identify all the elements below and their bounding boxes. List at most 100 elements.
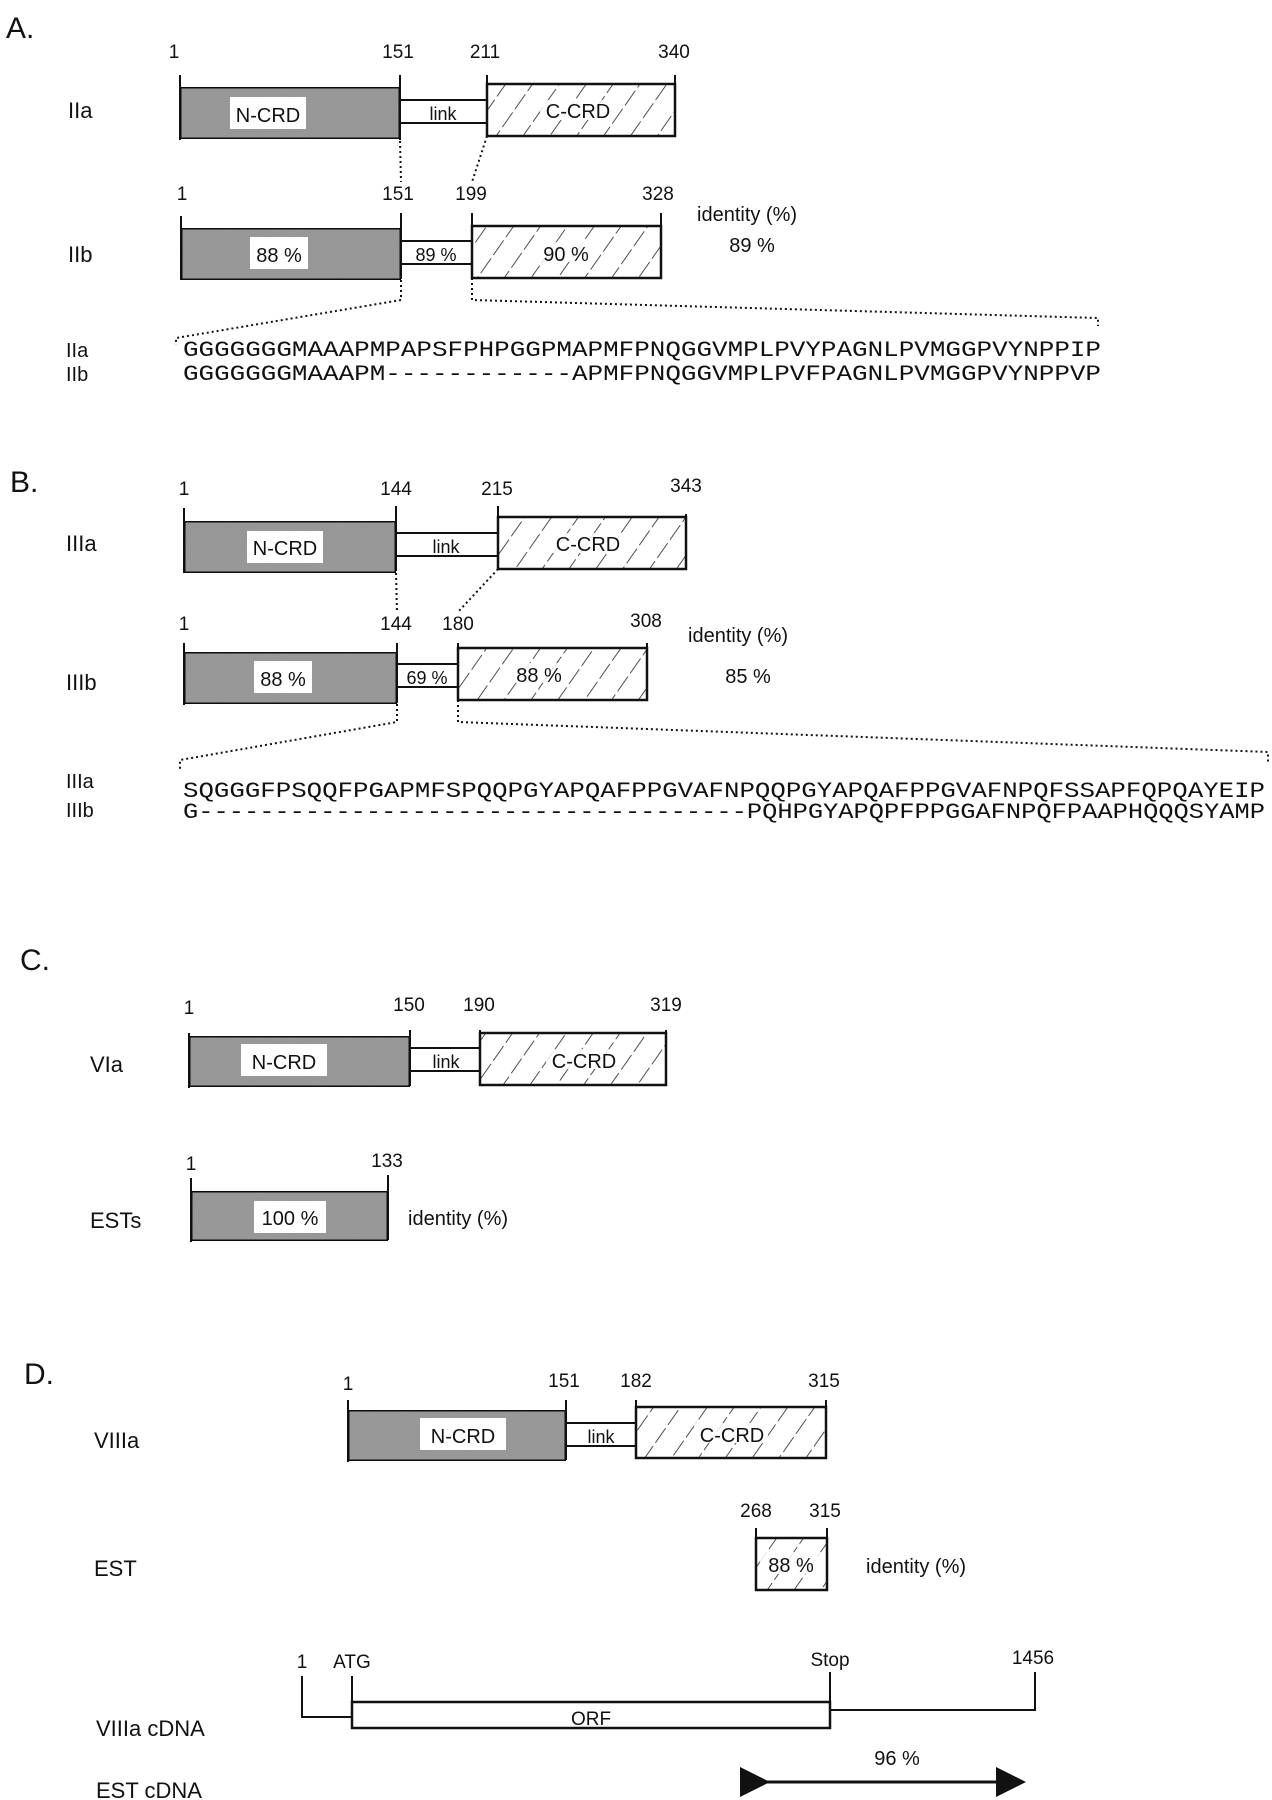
n-crd-identity: 88 % [256,245,302,267]
linker-identity: 69 % [406,668,447,688]
row-label: ESTs [90,1208,141,1233]
panel-c: C. VIa 1 150 190 319 N-CRD link C-CRD ES… [20,944,682,1243]
tick-label: 343 [670,476,702,497]
alignment-row-label: IIb [66,364,88,386]
label-bg [250,237,308,269]
linker-label: link [429,104,457,124]
domain-row-est: EST 268 315 88 % [94,1501,841,1592]
cdna-row-label: VIIIa cDNA [96,1716,205,1741]
dotted-connector [471,135,488,183]
tick-label: 1 [169,42,180,63]
row-label: EST [94,1556,137,1581]
domain-row-via: VIa 1 150 190 319 N-CRD link C-CRD [90,995,682,1089]
linker-label: link [587,1427,615,1447]
est-arrow-label: 96 % [874,1748,920,1770]
c-crd-label: C-CRD [556,534,620,556]
label-bg [760,1552,822,1574]
tick-label: 1 [343,1374,354,1395]
label-bg [513,663,565,683]
tick-label: 151 [548,1371,580,1392]
orf-label: ORF [571,1709,611,1730]
label-bg [247,531,323,563]
n-crd-label: N-CRD [431,1426,495,1448]
row-label: VIa [90,1052,124,1077]
tick-label: 340 [658,42,690,63]
n-crd-identity: 88 % [260,669,306,691]
row-label: VIIIa [94,1428,140,1453]
domain-row-ests: ESTs 1 133 100 % [90,1151,403,1243]
panel-d: D. VIIIa 1 151 182 315 N-CRD link C-CRD … [24,1358,1054,1800]
c-crd-identity: 90 % [543,244,589,266]
tick-label: 211 [470,42,500,63]
tick-label: 315 [809,1501,841,1522]
cdna-tick-atg: ATG [333,1652,371,1673]
linker-identity: 89 % [415,245,456,265]
tick-label: 1 [184,998,195,1019]
c-crd-identity: 88 % [516,665,562,687]
orf-box [350,1700,832,1730]
tick-label: 328 [642,184,674,205]
n-crd-label: N-CRD [253,538,317,560]
panel-label: D. [24,1358,54,1391]
alignment-row-label: IIa [66,340,89,362]
tick-label: 133 [371,1151,403,1172]
linker-label: link [432,1052,460,1072]
row-label: IIa [68,98,93,123]
tick-label: 319 [650,995,682,1016]
panel-label: C. [20,944,50,977]
cdna-tick-start: 1 [297,1652,308,1673]
label-bg [540,100,612,120]
alignment-row-label: IIIb [66,800,94,822]
alignment-sequence: GGGGGGGMAAAPMPAPSFPHPGGPMAPMFPNQGGVMPLPV… [183,337,1101,363]
alignment-row-label: IIIa [66,771,95,793]
label-bg [694,1423,768,1443]
cdna-tick-stop: Stop [810,1650,849,1671]
tick-label: 151 [382,42,414,63]
tick-label: 1 [177,184,188,205]
tick-label: 1 [179,479,190,500]
dotted-connector [457,568,499,613]
dotted-connector [395,572,398,613]
identity-label: identity (%) [697,204,797,226]
panel-a: A. IIa 1 151 211 340 N-CRD link C-CRD II [6,12,1101,387]
cdna-utr-5 [301,1676,352,1718]
tick-label: 215 [481,479,513,500]
cdna-tick-end: 1456 [1012,1648,1054,1669]
c-crd-label: C-CRD [700,1425,764,1447]
tick-label: 190 [463,995,495,1016]
tick-label: 182 [620,1371,652,1392]
panel-label: B. [10,466,38,499]
domain-row-iiia: IIIa 1 144 215 343 N-CRD link C-CRD [66,476,702,575]
tick-label: 268 [740,1501,772,1522]
label-bg [254,1201,326,1233]
identity-label: identity (%) [688,625,788,647]
cdna-row-label: EST cDNA [96,1778,202,1800]
linker-label: link [432,537,460,557]
cdna-utr-3 [830,1672,1036,1711]
panel-label: A. [6,12,34,45]
row-label: IIIa [66,531,97,556]
identity-value: 89 % [729,235,775,257]
label-bg [550,533,622,553]
tick-label: 180 [442,614,474,635]
identity-label: identity (%) [866,1556,966,1578]
alignment-bracket [179,704,398,770]
alignment-bracket [457,700,1269,762]
tick-label: 151 [382,184,414,205]
tick-label: 308 [630,611,662,632]
c-crd-label: C-CRD [546,101,610,123]
tick-label: 144 [380,614,412,635]
domain-row-viiia: VIIIa 1 151 182 315 N-CRD link C-CRD [94,1371,840,1463]
c-crd-label: C-CRD [552,1051,616,1073]
identity-label: identity (%) [408,1208,508,1230]
domain-row-iia: IIa 1 151 211 340 N-CRD link C-CRD [68,42,690,141]
alignment-sequence: SQGGGFPSQQFPGAPMFSPQQPGYAPQAFPPGVAFNPQQP… [183,778,1265,804]
panel-b: B. IIIa 1 144 215 343 N-CRD link C-CRD I… [10,466,1269,825]
tick-label: 199 [455,184,487,205]
label-bg [230,97,306,129]
row-label: IIb [68,242,92,267]
tick-label: 144 [380,479,412,500]
tick-label: 315 [808,1371,840,1392]
identity-value: 85 % [725,666,771,688]
